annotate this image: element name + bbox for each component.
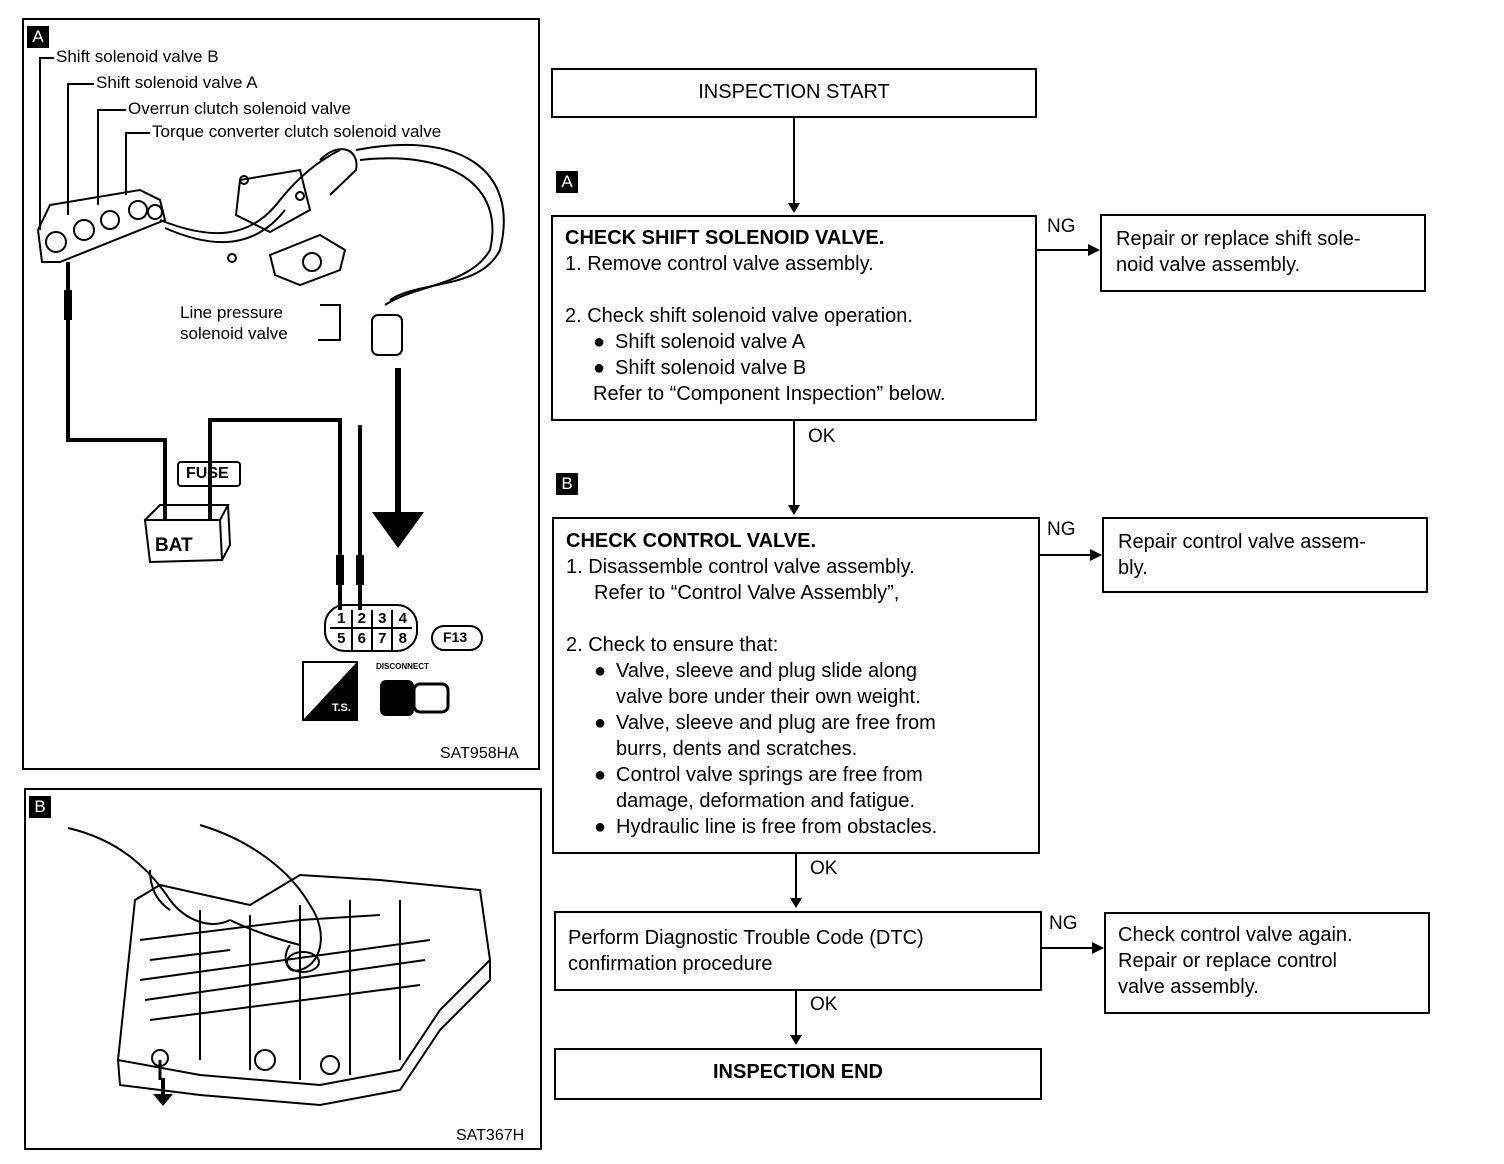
step-a-tag: A: [556, 171, 578, 193]
step-b-bullet-text: Control valve springs are free from: [616, 764, 923, 786]
step-c-ng-label: NG: [1049, 913, 1078, 934]
step-b-bullet: ●Valve, sleeve and plug are free from: [594, 712, 936, 734]
dtc-confirmation-box: Perform Diagnostic Trouble Code (DTC) co…: [554, 911, 1042, 991]
label-line-pressure: Line pressure: [180, 303, 284, 322]
step-a-ok-label: OK: [808, 426, 836, 447]
battery-label: BAT: [155, 535, 193, 556]
inspection-start-label: INSPECTION START: [698, 81, 890, 103]
step-b-bullet: ●Hydraulic line is free from obstacles.: [594, 816, 938, 838]
label-shift-solenoid-b: Shift solenoid valve B: [56, 47, 219, 66]
step-c-ng-action-line: Repair or replace control: [1118, 950, 1337, 972]
panel-b-tag: B: [29, 796, 51, 818]
connector-pin: 6: [357, 630, 366, 647]
step-b-ng-action-line: Repair control valve assem-: [1118, 531, 1366, 553]
connector-pin-grid: 1 2 3 4 5 6 7 8: [331, 609, 413, 649]
label-overrun-clutch-solenoid: Overrun clutch solenoid valve: [128, 99, 352, 118]
step-c-line: Perform Diagnostic Trouble Code (DTC): [568, 927, 924, 949]
step-c-ng-action-line: valve assembly.: [1118, 976, 1259, 998]
disconnect-label: DISCONNECT: [376, 662, 429, 671]
step-b-bullet-cont: valve bore under their own weight.: [616, 686, 921, 708]
step-a-bullet: ●Shift solenoid valve A: [593, 331, 806, 353]
step-a-ng-label: NG: [1047, 216, 1076, 237]
inspection-end-label: INSPECTION END: [712, 1061, 884, 1083]
step-b-bullet: ●Valve, sleeve and plug slide along: [594, 660, 917, 682]
step-b-tag: B: [556, 473, 578, 495]
connector-pin: 1: [337, 610, 346, 627]
step-a-ng-action-line: noid valve assembly.: [1116, 254, 1301, 276]
step-a-ng-action-line: Repair or replace shift sole-: [1116, 228, 1361, 250]
fuse-label: FUSE: [186, 465, 229, 482]
step-b-ng-label: NG: [1047, 519, 1076, 540]
inspection-end-box: INSPECTION END: [554, 1048, 1042, 1100]
check-shift-solenoid-box: CHECK SHIFT SOLENOID VALVE. 1. Remove co…: [551, 215, 1037, 421]
step-a-line: 1. Remove control valve assembly.: [565, 253, 874, 275]
panel-a-figure: [22, 18, 540, 770]
check-control-valve-box: CHECK CONTROL VALVE. 1. Disassemble cont…: [552, 517, 1040, 854]
connector-pin: 4: [398, 610, 407, 627]
step-b-line: Refer to “Control Valve Assembly”,: [594, 582, 900, 604]
step-c-ng-action-box: Check control valve again. Repair or rep…: [1104, 912, 1430, 1014]
ts-label: T.S.: [332, 702, 351, 714]
step-b-bullet: ●Control valve springs are free from: [594, 764, 923, 786]
step-b-bullet-text: Hydraulic line is free from obstacles.: [616, 816, 938, 838]
step-b-bullet-text: Valve, sleeve and plug are free from: [616, 712, 936, 734]
step-b-line: 2. Check to ensure that:: [566, 634, 779, 656]
step-a-ng-action-box: Repair or replace shift sole- noid valve…: [1100, 214, 1426, 292]
step-b-ng-action-box: Repair control valve assem- bly.: [1102, 517, 1428, 593]
step-a-title: CHECK SHIFT SOLENOID VALVE.: [565, 227, 885, 249]
step-a-bullet-text: Shift solenoid valve B: [615, 357, 807, 379]
step-b-ok-label: OK: [810, 858, 838, 879]
figure-code-a: SAT958HA: [440, 745, 519, 762]
step-a-bullet-text: Shift solenoid valve A: [615, 331, 806, 353]
connector-pin: 8: [398, 630, 407, 647]
step-b-bullet-cont: damage, deformation and fatigue.: [616, 790, 916, 812]
connector-pin: 5: [337, 630, 346, 647]
label-tcc-solenoid: Torque converter clutch solenoid valve: [152, 122, 442, 141]
panel-a-tag: A: [27, 26, 49, 48]
figure-code-b: SAT367H: [456, 1127, 525, 1144]
step-c-ok-label: OK: [810, 994, 838, 1015]
connector-pin: 3: [378, 610, 387, 627]
step-b-line: 1. Disassemble control valve assembly.: [566, 556, 915, 578]
step-b-bullet-text: Valve, sleeve and plug slide along: [616, 660, 917, 682]
step-c-line: confirmation procedure: [568, 953, 773, 975]
connector-pin: 7: [378, 630, 387, 647]
step-a-line: [565, 277, 1035, 303]
label-shift-solenoid-a: Shift solenoid valve A: [96, 73, 258, 92]
connector-pin: 2: [357, 610, 366, 627]
step-b-title: CHECK CONTROL VALVE.: [566, 530, 817, 552]
step-a-bullet: ●Shift solenoid valve B: [593, 357, 807, 379]
inspection-start-box: INSPECTION START: [551, 68, 1037, 118]
step-b-bullet-cont: burrs, dents and scratches.: [616, 738, 858, 760]
connector-code: F13: [443, 629, 468, 645]
step-c-ng-action-line: Check control valve again.: [1118, 924, 1353, 946]
label-line-pressure-solenoid: solenoid valve: [180, 324, 288, 343]
step-a-reference: Refer to “Component Inspection” below.: [593, 383, 946, 405]
panel-b-figure: [24, 788, 542, 1150]
step-b-ng-action-line: bly.: [1118, 557, 1148, 579]
step-a-line: 2. Check shift solenoid valve operation.: [565, 305, 913, 327]
